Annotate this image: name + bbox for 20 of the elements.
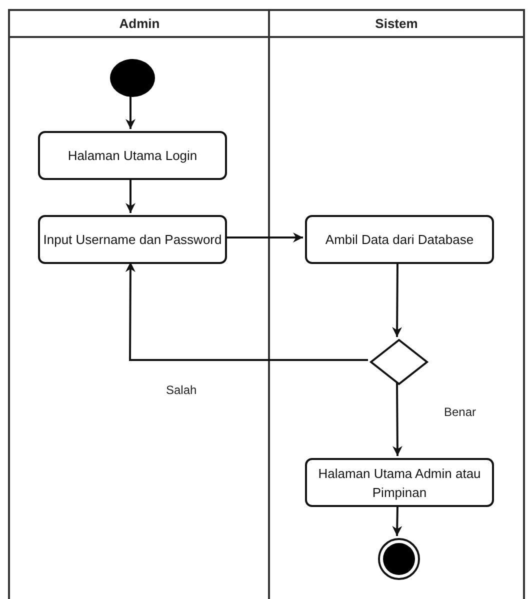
action-box: Ambil Data dari Database	[305, 215, 494, 264]
action-box: Input Username dan Password	[38, 215, 227, 264]
edge-label: Salah	[166, 383, 197, 397]
arrow	[126, 95, 136, 129]
arrow	[126, 178, 136, 213]
swimlane	[268, 9, 525, 599]
arrow	[225, 232, 303, 242]
arrow	[392, 504, 402, 536]
action-box: Halaman Utama Admin atau Pimpinan	[305, 458, 494, 507]
arrow	[392, 383, 402, 456]
start-node	[110, 59, 155, 97]
edge-label: Benar	[444, 405, 476, 419]
decision-diamond	[370, 339, 428, 385]
swimlane	[8, 9, 269, 599]
lane-header: Admin	[10, 11, 269, 38]
arrow	[125, 262, 368, 361]
lane-header: Sistem	[270, 11, 523, 38]
arrow	[392, 262, 402, 337]
end-node	[378, 538, 420, 580]
action-box: Halaman Utama Login	[38, 131, 227, 180]
